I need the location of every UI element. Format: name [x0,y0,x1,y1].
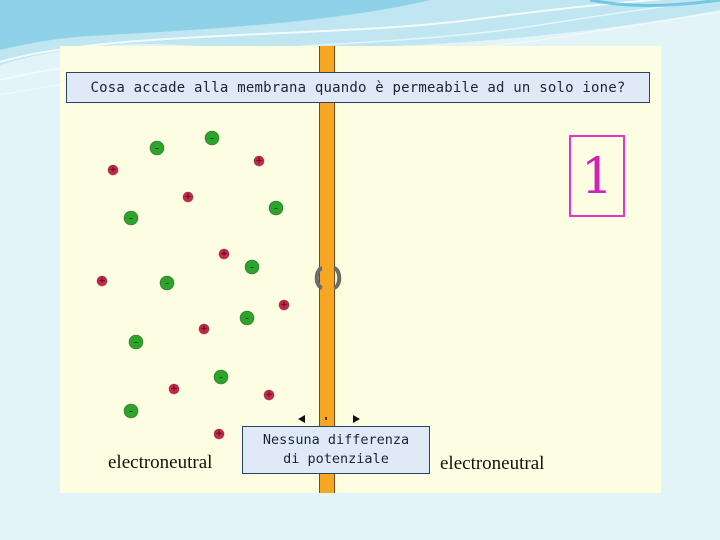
svg-text:-: - [245,312,249,325]
left-compartment-label: electroneutral [108,452,213,473]
svg-text:+: + [200,324,208,334]
positive-ion: + [218,248,230,260]
svg-text:-: - [129,405,133,418]
positive-ion: + [96,275,108,287]
svg-text:-: - [155,142,159,155]
svg-text:+: + [215,429,223,439]
positive-ion: + [263,389,275,401]
positive-ion: + [182,191,194,203]
negative-ion: - [204,130,220,146]
negative-ion: - [244,259,260,275]
right-compartment-label: electroneutral [440,453,545,474]
negative-ion: - [123,403,139,419]
svg-text:+: + [255,156,263,166]
svg-text:-: - [134,336,138,349]
positive-ion: + [198,323,210,335]
negative-ion: - [159,275,175,291]
positive-ion: + [278,299,290,311]
svg-text:-: - [274,202,278,215]
svg-text:-: - [219,371,223,384]
diagram-panel [60,46,661,493]
svg-text:-: - [129,212,133,225]
svg-text:+: + [109,165,117,175]
positive-ion: + [253,155,265,167]
negative-ion: - [128,334,144,350]
question-title: Cosa accade alla membrana quando è perme… [66,72,650,103]
negative-ion: - [123,210,139,226]
svg-text:+: + [170,384,178,394]
step-number: 1 [569,135,625,217]
negative-ion: - [239,310,255,326]
arrows-icon [298,415,360,423]
svg-text:+: + [280,300,288,310]
svg-text:+: + [98,276,106,286]
svg-text:+: + [220,249,228,259]
positive-ion: + [107,164,119,176]
potential-info-box: Nessuna differenza di potenziale [242,426,430,474]
positive-ion: + [168,383,180,395]
ion-channel-icon [314,266,342,290]
svg-text:-: - [165,277,169,290]
svg-text:-: - [250,261,254,274]
negative-ion: - [149,140,165,156]
svg-text:+: + [265,390,273,400]
positive-ion: + [213,428,225,440]
svg-text:-: - [210,132,214,145]
info-line-1: Nessuna differenza [262,432,410,448]
info-line-2: di potenziale [283,451,389,467]
svg-text:+: + [184,192,192,202]
negative-ion: - [213,369,229,385]
negative-ion: - [268,200,284,216]
